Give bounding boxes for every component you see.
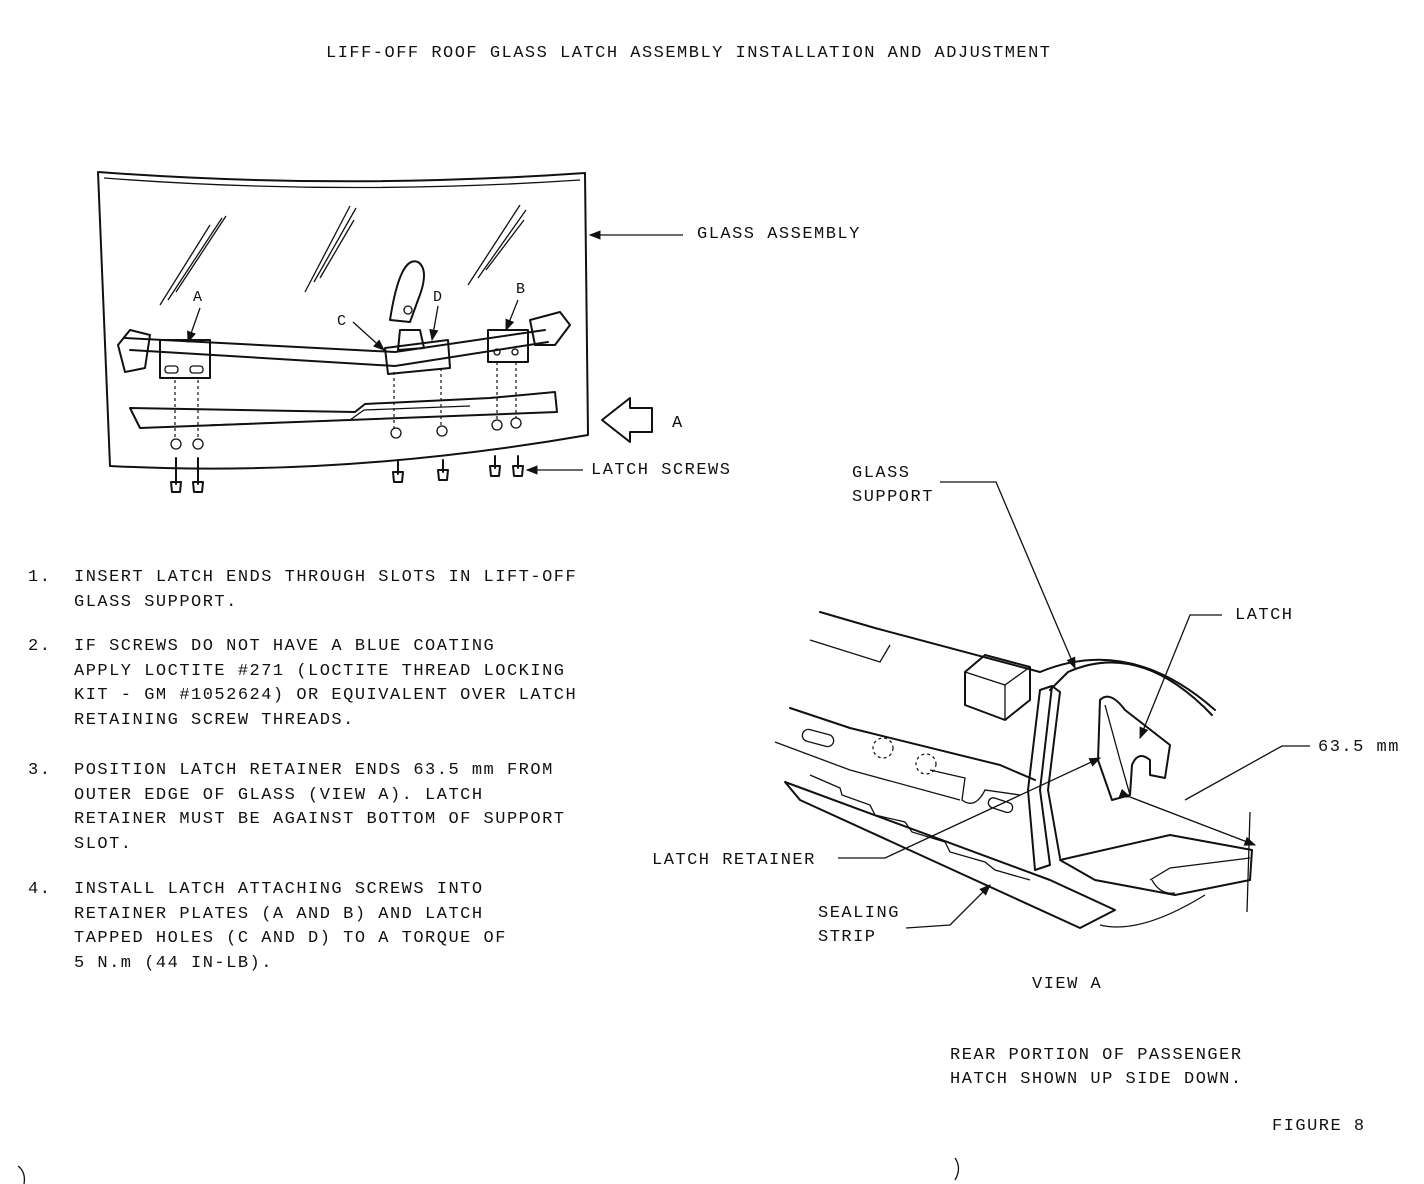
step-line: RETAINING SCREW THREADS. [74,710,355,730]
glass-assembly-drawing [97,171,683,493]
step-line: 5 N.m (44 IN-LB). [74,953,273,973]
view-a-note-line2: HATCH SHOWN UP SIDE DOWN. [950,1070,1243,1089]
view-a-caption: VIEW A [1032,975,1103,994]
instruction-step-3: 3. POSITION LATCH RETAINER ENDS 63.5 mm … [28,759,608,857]
step-line: INSERT LATCH ENDS THROUGH SLOTS IN LIFT-… [74,568,578,587]
step-line: INSTALL LATCH ATTACHING SCREWS INTO [74,880,484,899]
step-number: 2. [28,637,52,656]
callout-sealing-strip-line1: SEALING [818,904,900,923]
step-number: 1. [28,568,52,587]
callout-glass-support-line1: GLASS [852,464,911,483]
point-label-c: C [337,313,348,330]
step-line: TAPPED HOLES (C AND D) TO A TORQUE OF [74,929,507,948]
callout-latch-retainer: LATCH RETAINER [652,851,816,870]
view-a-note-line1: REAR PORTION OF PASSENGER [950,1046,1243,1065]
view-a-drawing [774,481,1310,929]
step-line: OUTER EDGE OF GLASS (VIEW A). LATCH [74,785,484,805]
callout-glass-support-line2: SUPPORT [852,488,934,507]
step-number: 4. [28,880,52,899]
step-line: IF SCREWS DO NOT HAVE A BLUE COATING [74,637,496,656]
step-line: SLOT. [74,834,133,854]
step-line: KIT - GM #1052624) OR EQUIVALENT OVER LA… [74,686,578,705]
point-label-a: A [193,289,204,306]
instruction-step-1: 1. INSERT LATCH ENDS THROUGH SLOTS IN LI… [28,566,608,615]
callout-latch: LATCH [1235,606,1294,625]
instruction-step-4: 4. INSTALL LATCH ATTACHING SCREWS INTO R… [28,878,608,976]
view-arrow-label: A [672,414,684,433]
callout-latch-screws: LATCH SCREWS [591,461,732,480]
callout-sealing-strip-line2: STRIP [818,928,877,947]
point-label-b: B [516,281,527,298]
step-line: GLASS SUPPORT. [74,592,238,612]
callout-dimension: 63.5 mm [1318,738,1400,757]
instruction-step-2: 2. IF SCREWS DO NOT HAVE A BLUE COATING … [28,635,608,733]
step-line: APPLY LOCTITE #271 (LOCTITE THREAD LOCKI… [74,661,566,681]
page-title: LIFF-OFF ROOF GLASS LATCH ASSEMBLY INSTA… [326,44,1052,63]
step-line: POSITION LATCH RETAINER ENDS 63.5 mm FRO… [74,761,554,780]
step-number: 3. [28,761,52,780]
step-line: RETAINER MUST BE AGAINST BOTTOM OF SUPPO… [74,810,566,829]
callout-glass-assembly: GLASS ASSEMBLY [697,225,861,244]
point-label-d: D [433,289,444,306]
step-line: RETAINER PLATES (A AND B) AND LATCH [74,904,484,924]
figure-label: FIGURE 8 [1272,1117,1366,1136]
